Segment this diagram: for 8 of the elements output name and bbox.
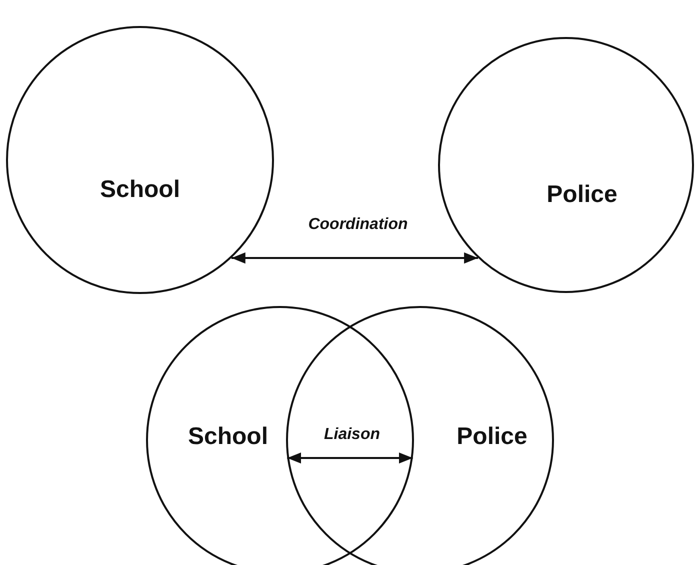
circle-label: School — [100, 176, 180, 204]
circle-label: Police — [456, 423, 528, 451]
circle — [6, 26, 274, 294]
circle — [438, 37, 694, 293]
double-arrow — [231, 252, 478, 264]
circle-label: Police — [546, 181, 618, 209]
circle-label: School — [188, 423, 268, 451]
double-arrow — [287, 452, 413, 464]
